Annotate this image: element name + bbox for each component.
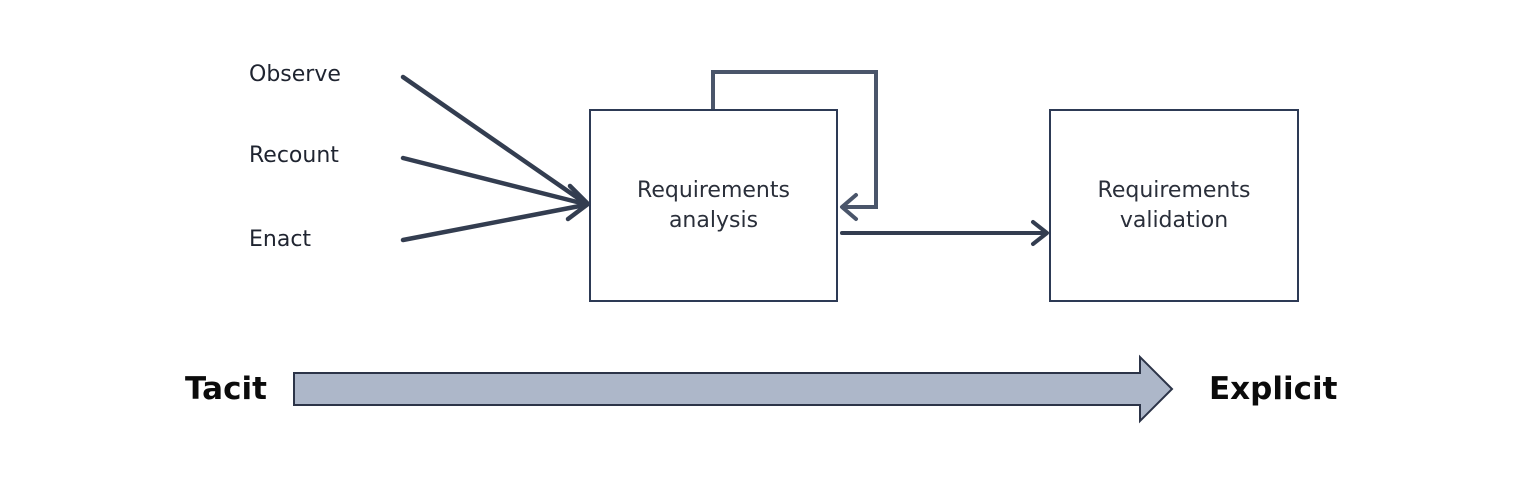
observe-arrow <box>400 74 588 206</box>
recount-label: Recount <box>249 143 339 168</box>
validation-line1: Requirements <box>1097 177 1251 203</box>
tacit-explicit-scale-arrow <box>293 354 1174 424</box>
validation-line2: validation <box>1119 207 1229 233</box>
requirements-analysis-box: Requirements analysis <box>589 109 838 302</box>
requirements-validation-text: Requirements validation <box>1098 176 1251 236</box>
explicit-label: Explicit <box>1209 371 1338 407</box>
enact-label: Enact <box>249 227 312 252</box>
recount-arrow <box>400 155 588 207</box>
enact-arrow <box>400 202 588 243</box>
converge-arrowhead <box>565 183 591 222</box>
analysis-line2: analysis <box>668 207 759 233</box>
analysis-to-validation-arrow <box>840 220 1049 246</box>
requirements-analysis-text: Requirements analysis <box>637 176 790 236</box>
tacit-label: Tacit <box>185 371 267 407</box>
input-arrows <box>400 74 591 243</box>
feedback-loop-arrow <box>711 70 878 221</box>
observe-label: Observe <box>249 62 341 87</box>
requirements-validation-box: Requirements validation <box>1049 109 1299 302</box>
analysis-line1: Requirements <box>637 177 790 203</box>
